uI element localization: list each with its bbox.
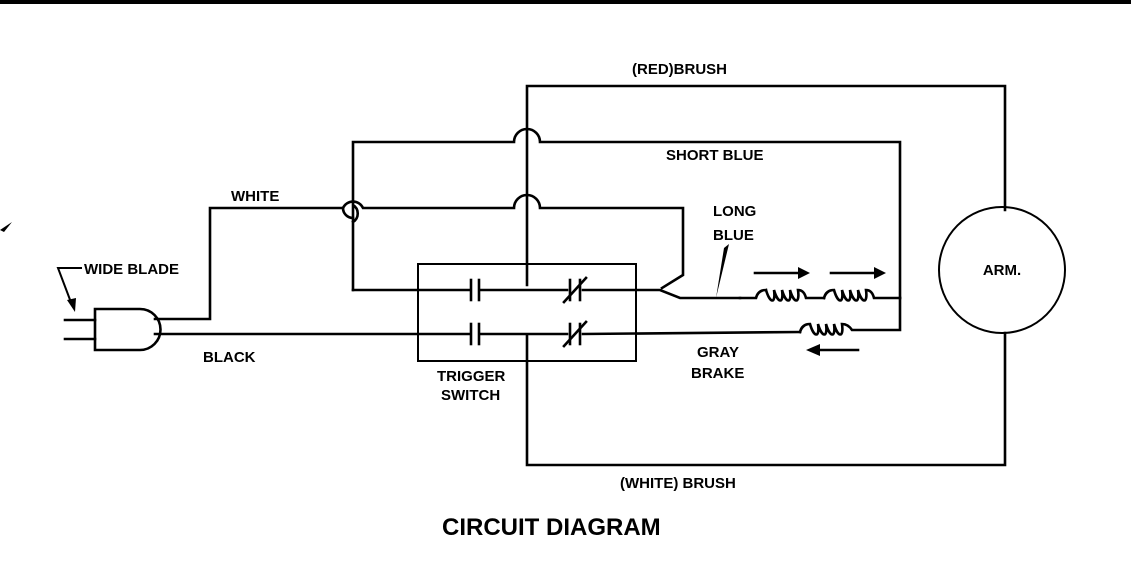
brake-coil [798,296,902,336]
wire-short-blue [351,127,902,300]
wire-armature-bottom [525,331,1007,467]
label-long: LONG [713,203,756,220]
label-white: WHITE [231,188,279,205]
scan-top-border [0,0,1131,4]
wide-blade-leader [56,267,82,306]
field-coil-2 [822,288,902,302]
arrow-head-field-2 [874,267,886,279]
wire-white-hop-left [341,206,355,220]
label-short-blue: SHORT BLUE [666,147,764,164]
armature-circle [938,206,1066,334]
wire-red-brush [525,84,1007,287]
arrow-head-field-1 [798,267,810,279]
diagram-title: CIRCUIT DIAGRAM [442,514,661,541]
contact-nc-bottom-slash [562,320,588,348]
label-brake: BRAKE [691,365,744,382]
label-black: BLACK [203,349,256,366]
label-trigger: TRIGGER [437,368,506,385]
wire-white [153,193,685,321]
label-armature: ARM. [983,262,1021,279]
field-coil-1 [738,288,826,302]
label-switch: SWITCH [441,387,500,404]
arrow-head-brake [806,344,820,356]
label-wide-blade: WIDE BLADE [84,261,179,278]
wire-black [153,330,802,336]
plug-body [93,307,162,352]
label-blue: BLUE [713,227,754,244]
scan-artifact [0,222,12,232]
label-gray: GRAY [697,344,739,361]
trigger-switch-box [417,263,637,362]
contact-nc-top-slash [562,276,588,304]
wire-switch-top-row [351,288,742,300]
long-blue-pointer [716,244,729,298]
label-white-brush: (WHITE) BRUSH [620,475,736,492]
label-red-brush: (RED)BRUSH [632,61,727,78]
wide-blade-arrowhead [67,298,76,312]
